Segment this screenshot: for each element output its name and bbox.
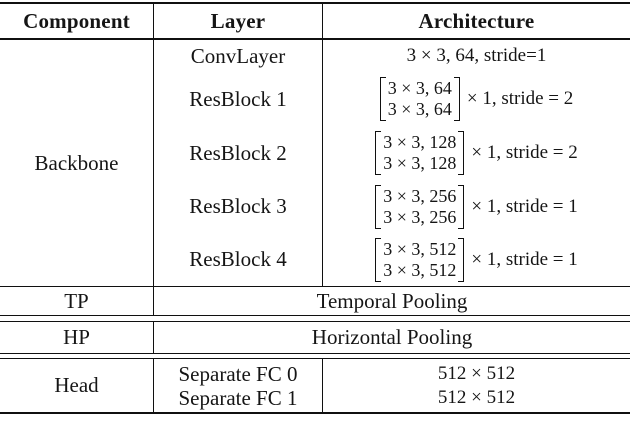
arch-convlayer: 3 × 3, 64, stride=1 [406, 45, 547, 66]
resblock-3-formula: 3 × 3, 256 3 × 3, 256 × 1, stride = 1 [375, 184, 578, 229]
matrix-line: 3 × 3, 256 [383, 206, 457, 227]
matrix-suffix: × 1, stride = 1 [471, 248, 578, 270]
header-component: Component [23, 8, 130, 33]
matrix-line: 3 × 3, 128 [383, 153, 457, 173]
matrix-line: 3 × 3, 128 [383, 132, 457, 152]
table-top-rule [0, 2, 630, 4]
matrix-line: 3 × 3, 64 [387, 99, 452, 119]
arch-resblock-3: 3 × 3, 256 3 × 3, 256 × 1, stride = 1 [323, 180, 630, 233]
bracket-matrix: 3 × 3, 256 3 × 3, 256 [375, 184, 465, 229]
layer-convlayer: ConvLayer [190, 43, 286, 68]
head-component-label: Head [54, 373, 99, 397]
matrix-line: 3 × 3, 256 [383, 185, 457, 206]
layer-resblock-1: ResBlock 1 [189, 86, 287, 111]
arch-resblock-2: 3 × 3, 128 3 × 3, 128 × 1, stride = 2 [323, 126, 630, 180]
backbone-layer-column: ConvLayer ResBlock 1 ResBlock 2 ResBlock… [153, 40, 323, 286]
header-bottom-rule [0, 38, 630, 40]
tp-hp-separator-rule [0, 315, 630, 322]
tp-component-label: TP [64, 288, 89, 313]
table-header-row: Component Layer Architecture [0, 4, 630, 38]
resblock-4-formula: 3 × 3, 512 3 × 3, 512 × 1, stride = 1 [375, 237, 578, 282]
layer-resblock-4: ResBlock 4 [189, 247, 287, 271]
matrix-suffix: × 1, stride = 1 [471, 195, 578, 217]
tp-row: TP Temporal Pooling [0, 287, 630, 315]
bracket-matrix: 3 × 3, 64 3 × 3, 64 [379, 77, 461, 121]
bracket-matrix: 3 × 3, 512 3 × 3, 512 [375, 237, 465, 282]
resblock-1-formula: 3 × 3, 64 3 × 3, 64 × 1, stride = 2 [379, 77, 574, 121]
matrix-suffix: × 1, stride = 2 [466, 88, 574, 109]
head-layer-lines: Separate FC 0 Separate FC 1 [179, 362, 298, 410]
tp-value: Temporal Pooling [153, 287, 630, 315]
head-layer-column: Separate FC 0 Separate FC 1 [153, 359, 323, 412]
head-section: Head Separate FC 0 Separate FC 1 512 × 5… [0, 359, 630, 412]
hp-head-separator-rule [0, 352, 630, 359]
arch-resblock-4: 3 × 3, 512 3 × 3, 512 × 1, stride = 1 [323, 233, 630, 286]
table-bottom-rule [0, 412, 630, 414]
header-architecture: Architecture [418, 8, 535, 33]
layer-resblock-2: ResBlock 2 [189, 140, 287, 165]
backbone-component-label: Backbone [34, 150, 119, 175]
arch-separate-fc-0: 512 × 512 [437, 362, 516, 384]
hp-component-label: HP [63, 324, 90, 349]
backbone-section: Backbone ConvLayer ResBlock 1 ResBlock 2… [0, 40, 630, 286]
layer-separate-fc-1: Separate FC 1 [178, 385, 298, 410]
arch-separate-fc-1: 512 × 512 [437, 386, 516, 408]
backbone-architecture-column: 3 × 3, 64, stride=1 3 × 3, 64 3 × 3, 64 … [323, 40, 630, 286]
header-layer: Layer [153, 4, 323, 38]
hp-row: HP Horizontal Pooling [0, 321, 630, 353]
hp-value: Horizontal Pooling [153, 321, 630, 353]
head-arch-lines: 512 × 512 512 × 512 [438, 362, 515, 410]
arch-resblock-1: 3 × 3, 64 3 × 3, 64 × 1, stride = 2 [323, 72, 630, 126]
resblock-2-formula: 3 × 3, 128 3 × 3, 128 × 1, stride = 2 [375, 131, 578, 175]
matrix-suffix: × 1, stride = 2 [471, 142, 578, 163]
backbone-bottom-rule [0, 286, 630, 287]
layer-separate-fc-0: Separate FC 0 [178, 361, 298, 386]
layer-resblock-3: ResBlock 3 [189, 194, 287, 218]
head-architecture-column: 512 × 512 512 × 512 [323, 359, 630, 412]
matrix-line: 3 × 3, 512 [383, 238, 457, 259]
matrix-line: 3 × 3, 64 [387, 78, 452, 98]
bracket-matrix: 3 × 3, 128 3 × 3, 128 [375, 131, 465, 175]
matrix-line: 3 × 3, 512 [383, 259, 457, 280]
